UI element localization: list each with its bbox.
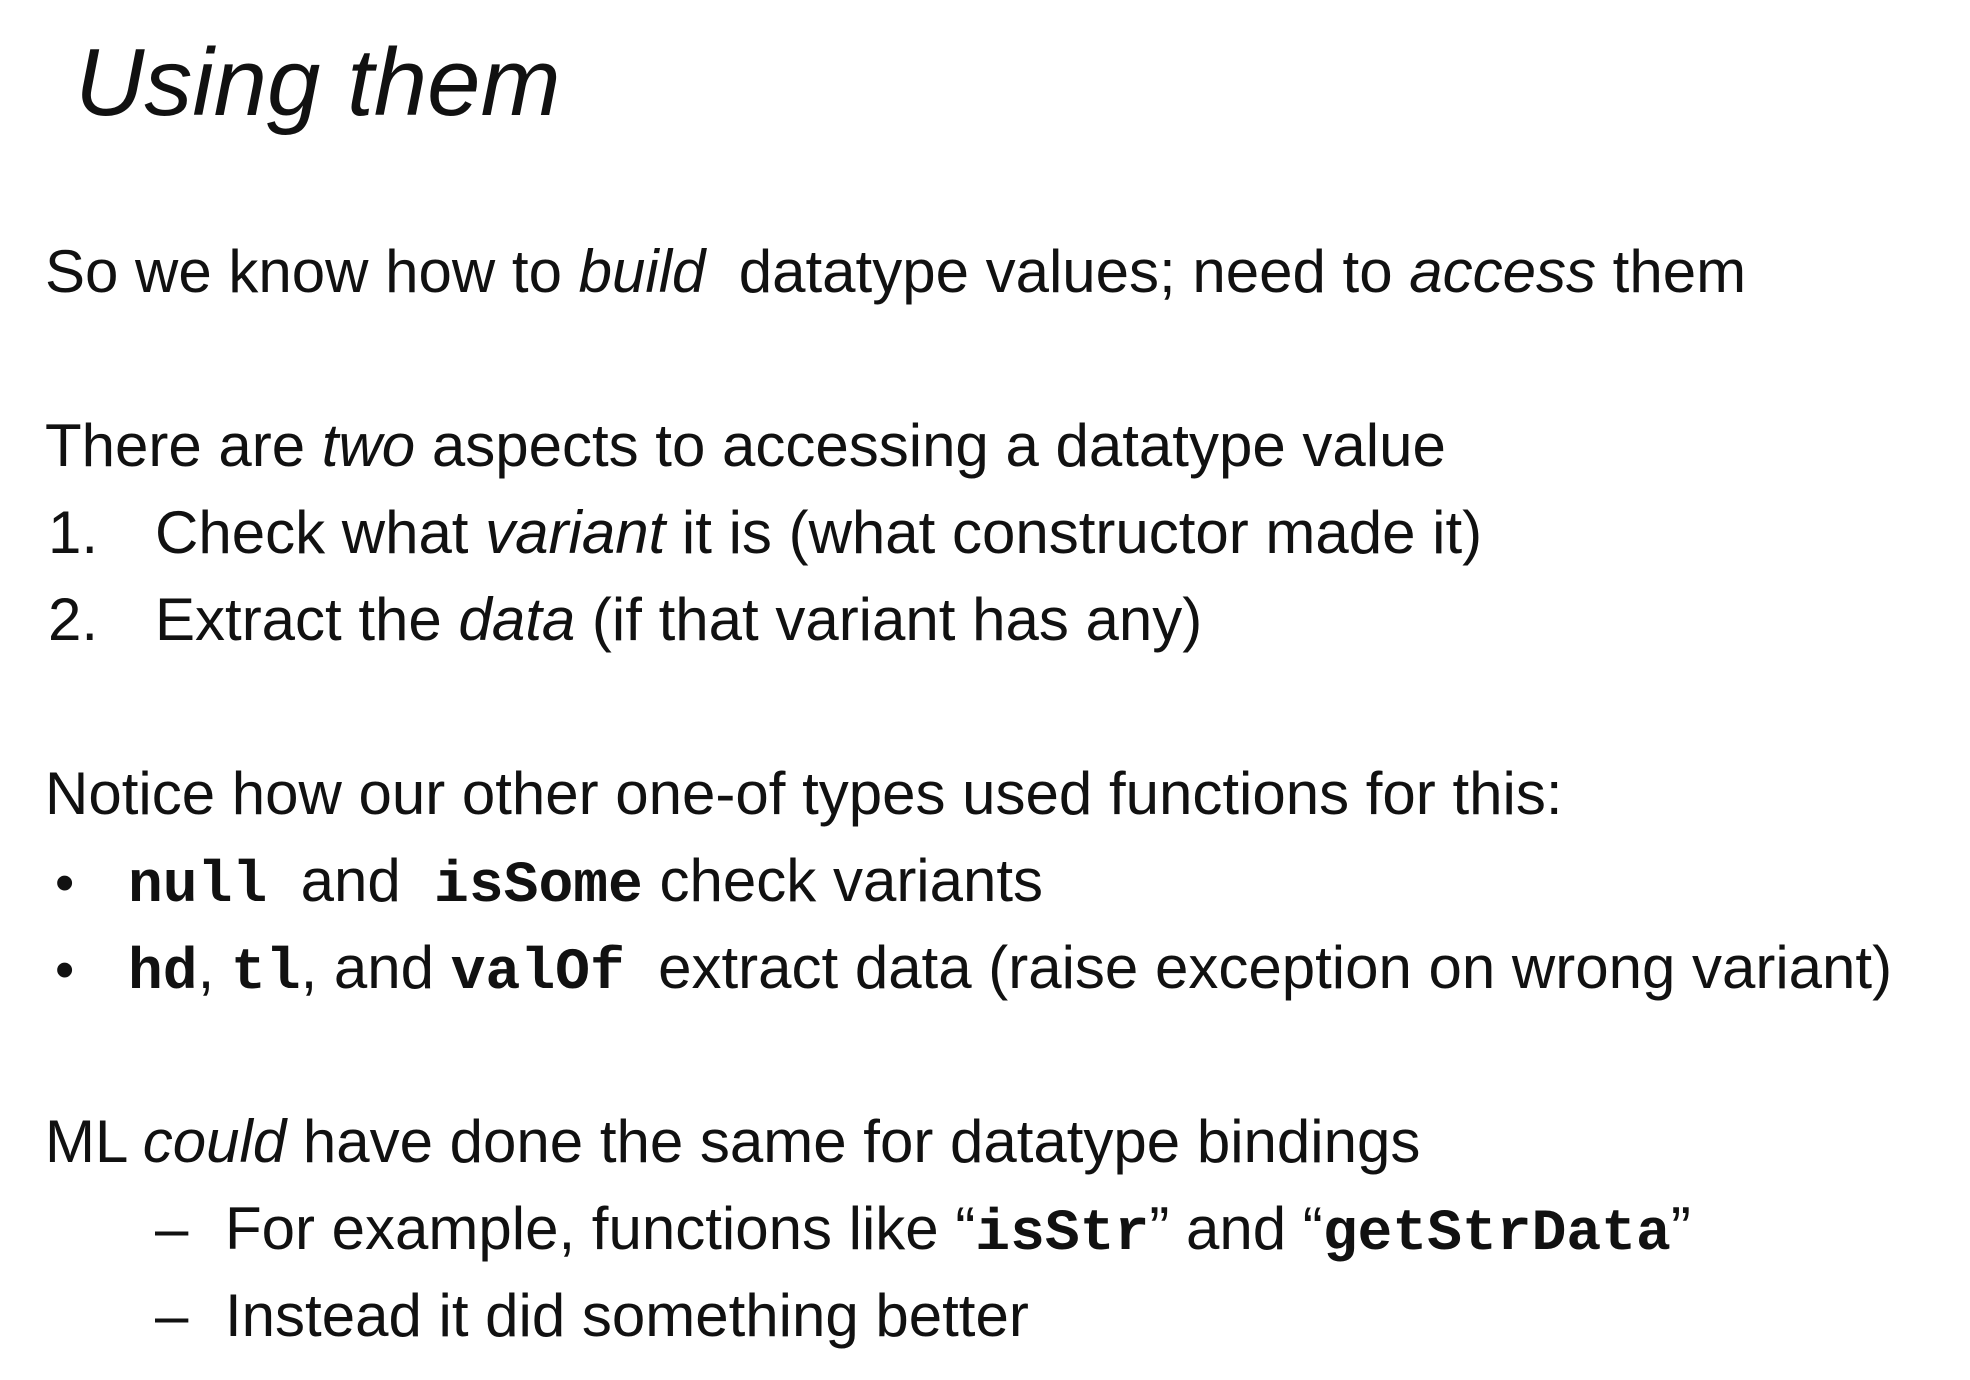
slide-title: Using them [75,29,561,136]
dash-1-text-3: ” [1670,1195,1691,1262]
bullet-icon: • [55,851,75,913]
item-1-text: Check what variant it is (what construct… [155,489,1482,576]
code-isstr: isStr [975,1202,1150,1267]
ml-lead-line: ML could have done the same for datatype… [45,1098,1970,1185]
numbered-item-2: 2. Extract the data (if that variant has… [45,576,1970,663]
bullet-item-1: • null and isSome check variants [45,837,1970,924]
code-valof: valOf [450,941,625,1006]
ml-text-1: ML [45,1108,143,1175]
dash-1-text-1: For example, functions like “ [225,1195,976,1262]
code-issome: isSome [434,854,643,919]
bullet-2-text-1: , [197,934,231,1001]
line-spacer [45,315,1970,402]
intro-line: So we know how to build datatype values;… [45,228,1970,315]
bullet-1-text-2: check variants [642,847,1044,914]
dash-1-text: For example, functions like “isStr” and … [225,1185,1691,1278]
code-tl: tl [230,941,301,1006]
dash-icon: – [155,1282,189,1349]
intro-text-3: them [1595,238,1747,305]
numbered-item-1: 1. Check what variant it is (what constr… [45,489,1970,576]
code-hd: hd [128,941,198,1006]
bullet-2-text-2: , and [300,934,451,1001]
item-2-text-2: (if that variant has any) [575,586,1203,653]
item-2-italic-data: data [458,586,576,653]
ml-italic-could: could [142,1108,287,1175]
line-spacer [45,1011,1970,1098]
bullet-1-text: null and isSome check variants [128,837,1043,930]
aspects-lead-line: There are two aspects to accessing a dat… [45,402,1970,489]
item-2-text: Extract the data (if that variant has an… [155,576,1202,663]
dash-icon: – [155,1195,189,1262]
item-1-text-2: it is (what constructor made it) [665,499,1483,566]
aspects-italic-two: two [321,412,416,479]
bullet-2-text: hd, tl, and valOf extract data (raise ex… [128,924,1892,1017]
item-2-number: 2. [48,586,99,653]
dash-2-text: Instead it did something better [225,1282,1029,1349]
ml-text-2: have done the same for datatype bindings [286,1108,1421,1175]
aspects-text-1: There are [45,412,322,479]
item-2-text-1: Extract the [155,586,459,653]
code-getstrdata: getStrData [1322,1202,1671,1267]
bullet-1-text-1: and [267,847,435,914]
functions-lead-line: Notice how our other one-of types used f… [45,760,1563,827]
dash-1-text-2: ” and “ [1149,1195,1323,1262]
item-1-number: 1. [48,499,99,566]
item-1-italic-variant: variant [485,499,666,566]
bullet-item-2: • hd, tl, and valOf extract data (raise … [45,924,1970,1011]
aspects-text-2: aspects to accessing a datatype value [415,412,1446,479]
item-1-text-1: Check what [155,499,486,566]
bullet-icon: • [55,938,75,1000]
slide-body: So we know how to build datatype values;… [45,228,1970,1359]
bullet-2-text-3: extract data (raise exception on wrong v… [624,934,1893,1001]
code-null: null [128,854,268,919]
intro-text-2: datatype values; need to [705,238,1410,305]
line-spacer [45,663,1970,750]
dash-item-1: – For example, functions like “isStr” an… [45,1185,1970,1272]
dash-item-2: – Instead it did something better [45,1272,1970,1359]
intro-italic-access: access [1409,238,1596,305]
intro-italic-build: build [578,238,706,305]
intro-text-1: So we know how to [45,238,579,305]
